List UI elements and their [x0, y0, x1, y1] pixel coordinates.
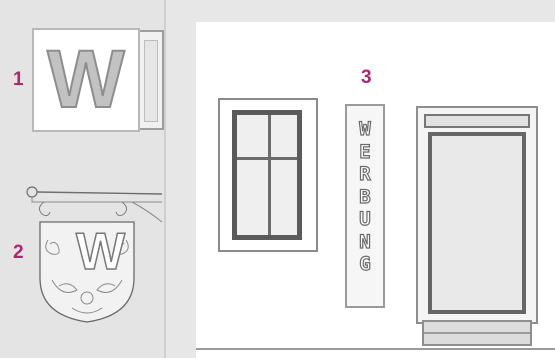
- vertical-sign-letter: G: [359, 253, 370, 276]
- vertical-sign: W E R B U N G: [345, 104, 385, 308]
- hanger-scroll-left: [39, 202, 50, 216]
- window-frame: [232, 110, 302, 240]
- door: [416, 106, 538, 324]
- vertical-sign-letter: U: [359, 208, 370, 231]
- flat-sign-letter: W: [34, 30, 138, 130]
- window-mullion: [268, 115, 271, 235]
- hanging-sign: W: [22, 180, 167, 340]
- hanger-scroll-right: [116, 202, 127, 216]
- flat-sign: W: [32, 28, 140, 132]
- bracket-ring: [27, 187, 37, 197]
- bracket-strut: [132, 202, 162, 222]
- bracket-rail: [32, 197, 162, 202]
- vertical-sign-letter: R: [359, 163, 370, 186]
- window-transom: [237, 157, 297, 160]
- bracket-arm: [37, 192, 162, 194]
- hanging-sign-letter: W: [76, 222, 125, 282]
- vertical-sign-letter: E: [359, 141, 370, 164]
- door-panel: [428, 132, 526, 314]
- door-lintel: [424, 114, 530, 128]
- vertical-sign-letters: W E R B U N G: [347, 118, 383, 276]
- vertical-sign-letter: N: [359, 231, 370, 254]
- marker-1: 1: [13, 70, 24, 89]
- vertical-sign-letter: B: [359, 186, 370, 209]
- window: [218, 98, 318, 252]
- flat-sign-side-edge: [140, 30, 164, 130]
- marker-3: 3: [361, 68, 372, 87]
- ground-line: [196, 348, 555, 350]
- vertical-sign-letter: W: [359, 118, 370, 141]
- door-step: [422, 320, 532, 346]
